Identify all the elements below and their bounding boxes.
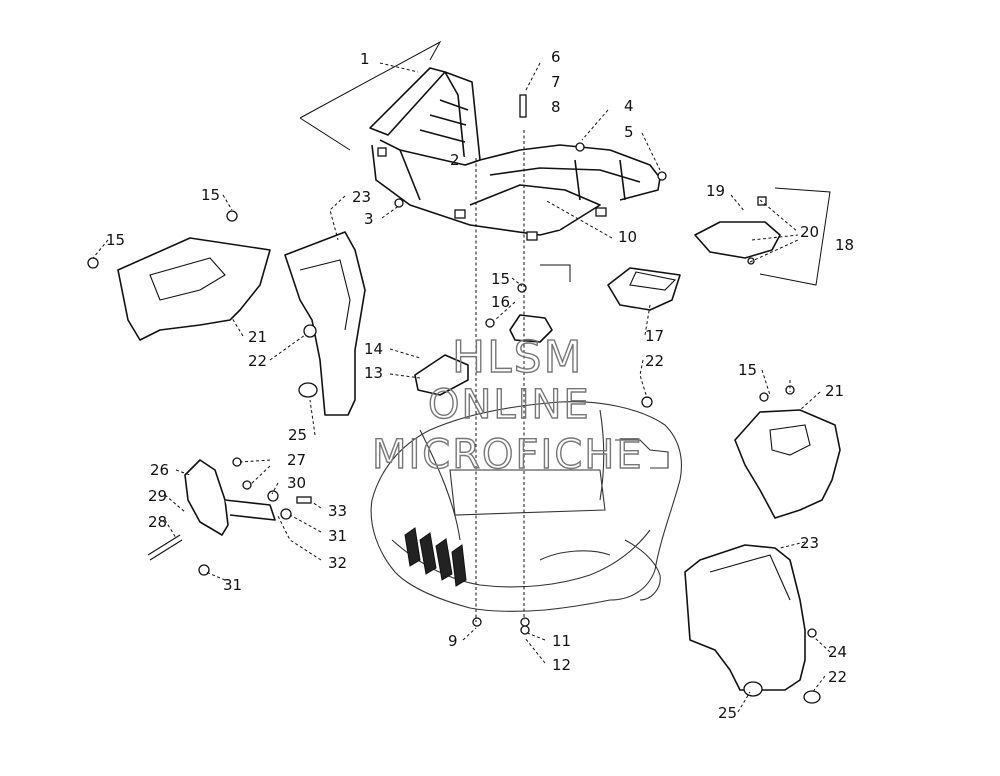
callout-10: 10 — [618, 228, 637, 246]
callout-15-center: 15 — [491, 270, 510, 288]
left-mud-flap — [284, 231, 366, 416]
callout-28: 28 — [148, 513, 167, 531]
left-side-panel — [117, 237, 271, 341]
callout-21-right: 21 — [825, 382, 844, 400]
callout-13: 13 — [364, 364, 383, 382]
center-cover-plate — [607, 267, 681, 311]
callout-31-bottom: 31 — [223, 576, 242, 594]
callout-23-right: 23 — [800, 534, 819, 552]
mount-bracket — [414, 354, 469, 396]
watermark-line-1: HLSM — [452, 332, 584, 383]
callout-29: 29 — [148, 487, 167, 505]
hardware — [87, 94, 821, 704]
callout-18: 18 — [835, 236, 854, 254]
watermark-line-2: ONLINE — [428, 382, 591, 428]
callout-9: 9 — [448, 632, 458, 650]
callout-20: 20 — [800, 223, 819, 241]
callout-16: 16 — [491, 293, 510, 311]
storage-lid — [694, 221, 781, 259]
callout-22-center: 22 — [645, 352, 664, 370]
callout-32: 32 — [328, 554, 347, 572]
callout-19: 19 — [706, 182, 725, 200]
callouts: 1 2 3 4 5 6 7 8 9 10 11 12 13 14 15 15 1… — [106, 48, 854, 722]
watermark: HLSM ONLINE MICROFICHE — [371, 331, 644, 478]
callout-25-left: 25 — [288, 426, 307, 444]
callout-23-left: 23 — [352, 188, 371, 206]
callout-5: 5 — [624, 123, 634, 141]
callout-4: 4 — [624, 97, 634, 115]
callout-22-left: 22 — [248, 352, 267, 370]
callout-8: 8 — [551, 98, 561, 116]
callout-31-right: 31 — [328, 527, 347, 545]
watermark-line-3: MICROFICHE — [372, 432, 644, 478]
right-mud-flap — [684, 544, 806, 691]
callout-7: 7 — [551, 73, 561, 91]
callout-15-right: 15 — [738, 361, 757, 379]
left-side-guard — [147, 459, 276, 561]
callout-11: 11 — [552, 632, 571, 650]
front-rack — [369, 67, 661, 241]
callout-6: 6 — [551, 48, 561, 66]
callout-22-right: 22 — [828, 668, 847, 686]
callout-21-left: 21 — [248, 328, 267, 346]
callout-24: 24 — [828, 643, 847, 661]
callout-14: 14 — [364, 340, 383, 358]
leader-lines — [92, 40, 831, 713]
callout-26: 26 — [150, 461, 169, 479]
right-side-panel — [734, 409, 841, 519]
front-fender-body — [370, 401, 683, 612]
callout-2: 2 — [450, 151, 460, 169]
callout-25-right: 25 — [718, 704, 737, 722]
callout-15-left: 15 — [106, 231, 125, 249]
callout-1: 1 — [360, 50, 370, 68]
callout-15-top-left: 15 — [201, 186, 220, 204]
callout-17: 17 — [645, 327, 664, 345]
callout-12: 12 — [552, 656, 571, 674]
callout-30: 30 — [287, 474, 306, 492]
callout-27: 27 — [287, 451, 306, 469]
center-bracket — [509, 314, 553, 343]
callout-3: 3 — [364, 210, 374, 228]
callout-33: 33 — [328, 502, 347, 520]
